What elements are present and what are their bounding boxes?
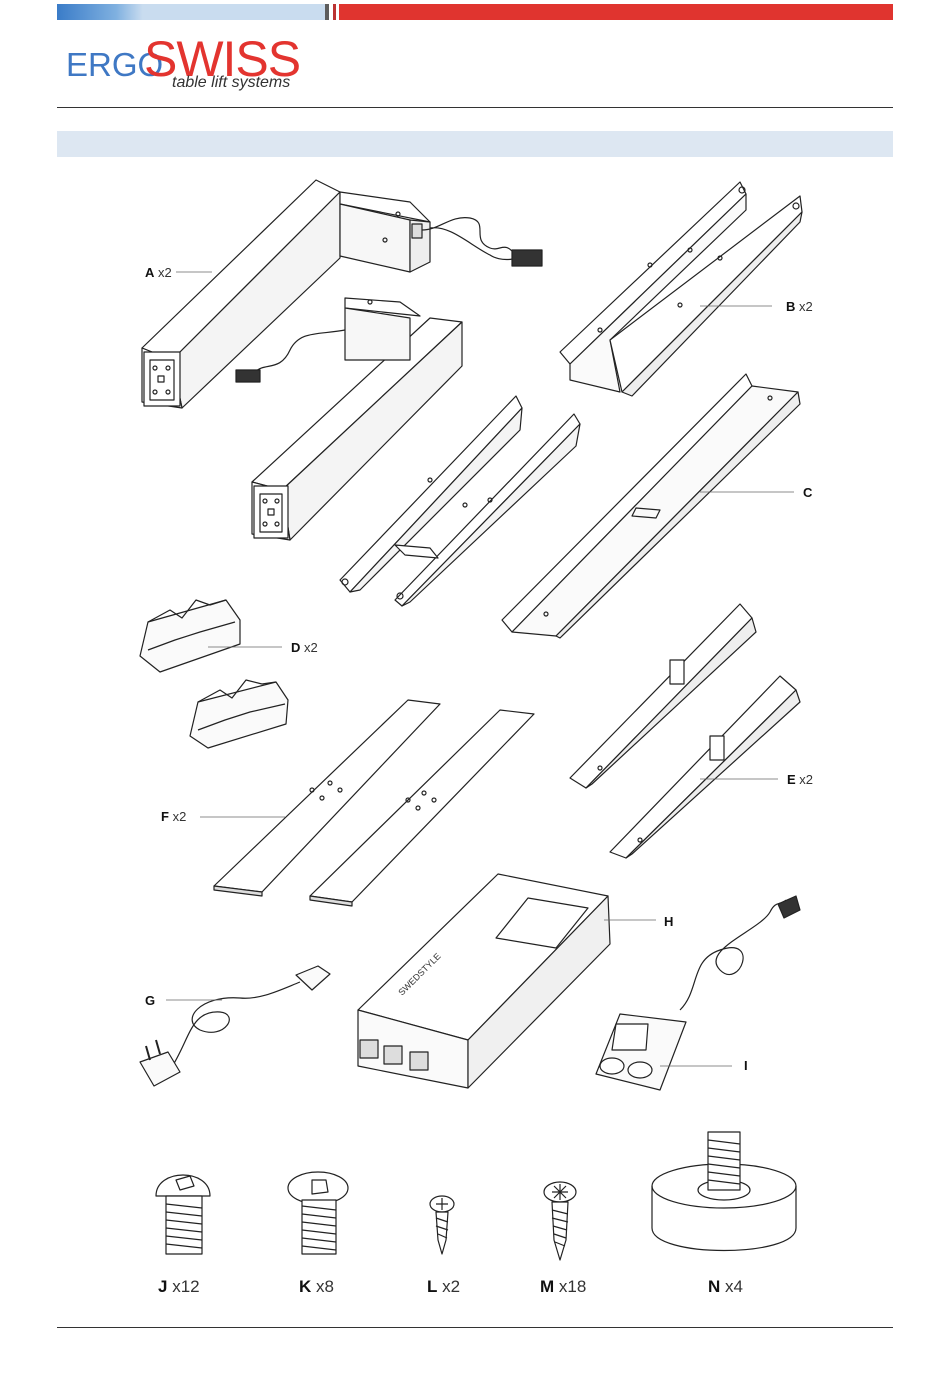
part-e-brackets bbox=[570, 604, 800, 858]
label-m: M x18 bbox=[540, 1277, 586, 1297]
label-d: D x2 bbox=[291, 640, 318, 655]
label-e: E x2 bbox=[787, 772, 813, 787]
label-c: C bbox=[803, 485, 812, 500]
label-h: H bbox=[664, 914, 673, 929]
label-j: J x12 bbox=[158, 1277, 200, 1297]
part-a-leg-1 bbox=[142, 180, 542, 408]
part-b-rails bbox=[560, 182, 802, 396]
label-k: K x8 bbox=[299, 1277, 334, 1297]
footer-divider bbox=[57, 1327, 893, 1328]
part-i-handset bbox=[596, 896, 800, 1090]
label-g: G bbox=[145, 993, 155, 1008]
part-d-brackets bbox=[140, 600, 288, 748]
fastener-n-foot bbox=[652, 1132, 796, 1251]
part-h-control-box bbox=[358, 874, 610, 1088]
label-l: L x2 bbox=[427, 1277, 460, 1297]
label-n: N x4 bbox=[708, 1277, 743, 1297]
label-i: I bbox=[744, 1058, 748, 1073]
fastener-j-bolt bbox=[156, 1175, 210, 1254]
label-a: A x2 bbox=[145, 265, 172, 280]
part-c-crossbar bbox=[502, 374, 800, 638]
fastener-l-screw bbox=[430, 1196, 454, 1254]
label-b: B x2 bbox=[786, 299, 813, 314]
fastener-m-screw bbox=[544, 1182, 576, 1260]
part-g-cable bbox=[140, 966, 330, 1086]
fastener-k-bolt bbox=[288, 1172, 348, 1254]
label-f: F x2 bbox=[161, 809, 186, 824]
